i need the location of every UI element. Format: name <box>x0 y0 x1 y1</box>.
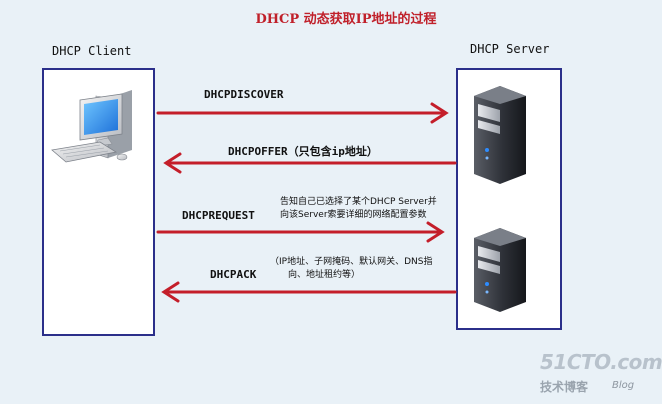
message-request: DHCPREQUEST <box>182 209 255 222</box>
arrow-ack <box>161 281 457 303</box>
message-offer: DHCPOFFER（只包含ip地址） <box>228 145 378 158</box>
watermark-subtitle: 技术博客 <box>540 380 589 394</box>
arrow-request <box>156 221 445 243</box>
diagram-title: DHCP 动态获取IP地址的过程 <box>255 12 437 27</box>
ack-note: （IP地址、子网掩码、默认网关、DNS指 向、地址租约等） <box>270 256 432 282</box>
request-note: 告知自己已选择了某个DHCP Server并 向该Server索要详细的网络配置… <box>280 196 437 222</box>
request-note-line-1: 告知自己已选择了某个DHCP Server并 <box>280 197 437 207</box>
arrow-offer <box>163 152 457 174</box>
server-tower-icon <box>474 228 526 312</box>
server-label: DHCP Server <box>470 42 550 56</box>
message-ack: DHCPACK <box>210 268 257 281</box>
watermark-blog: Blog <box>612 380 635 391</box>
ack-note-line-2: 向、地址租约等） <box>288 270 361 280</box>
message-discover: DHCPDISCOVER <box>204 88 284 101</box>
watermark-logo: 51CTO.com <box>540 350 662 374</box>
request-note-line-2: 向该Server索要详细的网络配置参数 <box>280 210 427 220</box>
desktop-computer-icon <box>51 90 132 163</box>
ack-note-line-1: （IP地址、子网掩码、默认网关、DNS指 <box>270 257 433 267</box>
arrow-discover <box>156 102 449 124</box>
client-label: DHCP Client <box>52 44 132 58</box>
server-tower-icon <box>474 86 526 184</box>
